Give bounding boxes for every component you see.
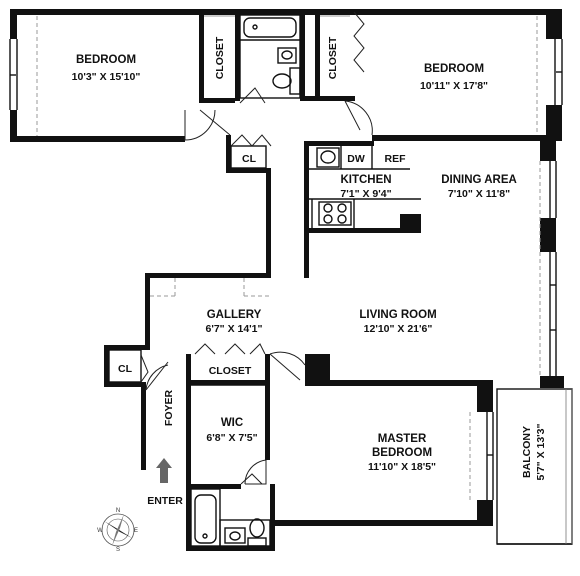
- doors: [140, 11, 373, 485]
- cl-foyer-label: CL: [118, 363, 133, 375]
- compass-n: N: [116, 508, 120, 514]
- gallery-dims: 6'7" X 14'1": [206, 323, 263, 335]
- thin-walls: [9, 14, 573, 547]
- master-dims: 11'10" X 18'5": [368, 461, 436, 473]
- compass-w: W: [97, 528, 103, 534]
- compass-icon: [101, 513, 135, 547]
- walls: [10, 9, 564, 551]
- balcony-dims: 5'7" X 13'3": [535, 423, 547, 480]
- closet-left-label: CLOSET: [214, 36, 226, 79]
- enter-arrow-icon: [156, 458, 172, 483]
- room-labels: BEDROOM 10'3" X 15'10" BEDROOM 10'11" X …: [72, 36, 547, 553]
- fixtures: [194, 17, 352, 547]
- compass-s: S: [116, 547, 120, 553]
- enter-label: ENTER: [147, 495, 183, 507]
- kitchen-name: KITCHEN: [340, 174, 391, 186]
- bedroom-right-name: BEDROOM: [424, 63, 484, 75]
- bedroom-left-dims: 10'3" X 15'10": [72, 71, 141, 83]
- cl-hall-label: CL: [242, 153, 257, 165]
- living-room-dims: 12'10" X 21'6": [364, 323, 433, 335]
- gallery-name: GALLERY: [207, 309, 262, 321]
- foyer-label: FOYER: [163, 389, 175, 426]
- dw-label: DW: [347, 153, 365, 165]
- dining-dims: 7'10" X 11'8": [448, 188, 510, 200]
- closet-right-label: CLOSET: [327, 36, 339, 79]
- bedroom-right-dims: 10'11" X 17'8": [420, 80, 488, 92]
- ref-label: REF: [385, 153, 407, 165]
- compass-e: E: [134, 528, 138, 534]
- master-name-line1: MASTER: [378, 433, 427, 445]
- wic-dims: 6'8" X 7'5": [206, 432, 257, 444]
- living-room-name: LIVING ROOM: [359, 309, 436, 321]
- bedroom-left-name: BEDROOM: [76, 54, 136, 66]
- closet-gallery-label: CLOSET: [209, 365, 252, 377]
- master-name-line2: BEDROOM: [372, 447, 432, 459]
- dashed-lines: [36, 16, 541, 500]
- wic-name: WIC: [221, 417, 243, 429]
- dining-name: DINING AREA: [441, 174, 517, 186]
- kitchen-dims: 7'1" X 9'4": [340, 188, 391, 200]
- balcony-name: BALCONY: [521, 426, 533, 478]
